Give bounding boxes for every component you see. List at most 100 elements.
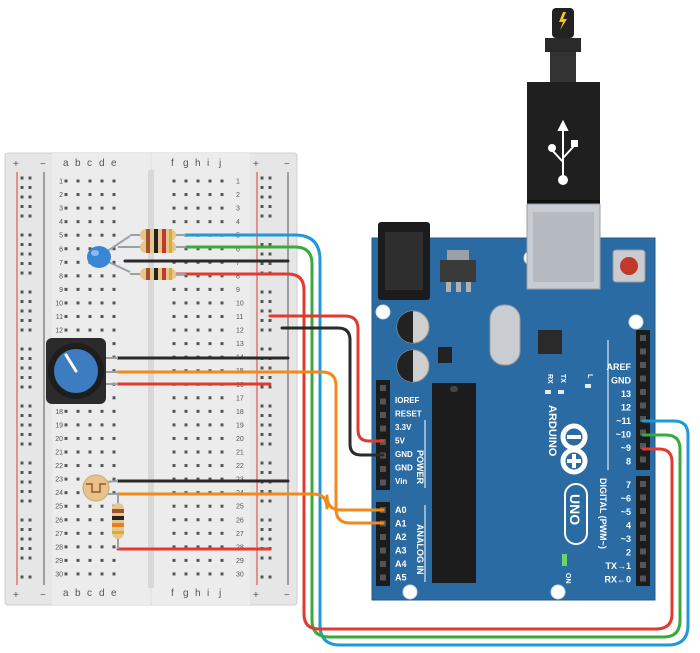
digital-section-label: DIGITAL (PWM~) bbox=[598, 478, 608, 549]
row-number: 1 bbox=[236, 179, 240, 186]
row-number: 27 bbox=[55, 531, 63, 538]
capacitor-1 bbox=[396, 310, 430, 344]
analog-pin-label: A0 bbox=[395, 505, 407, 515]
row-number: 4 bbox=[59, 219, 63, 226]
analog-header bbox=[376, 502, 390, 586]
rail-plus-bottom-left: + bbox=[13, 590, 19, 601]
atmega-chip bbox=[432, 383, 476, 583]
digital-pin-label: 13 bbox=[621, 389, 631, 399]
blue-led bbox=[87, 235, 131, 273]
digital-header-bottom bbox=[636, 476, 650, 586]
potentiometer[interactable] bbox=[46, 338, 118, 404]
row-number: 28 bbox=[55, 544, 63, 551]
wire-red-pin9 bbox=[170, 272, 674, 631]
analog-pin-label: A3 bbox=[395, 546, 407, 556]
rail-minus-top-right: − bbox=[284, 159, 290, 170]
row-number: 24 bbox=[55, 490, 63, 497]
power-pin-label: GND bbox=[395, 464, 413, 473]
digital-pin-label: 8 bbox=[626, 457, 631, 467]
row-number: 17 bbox=[236, 395, 244, 402]
column-letter: h bbox=[195, 158, 201, 169]
led-label-rx: RX bbox=[546, 374, 553, 384]
digital-pin-label: ~10 bbox=[616, 430, 631, 440]
column-letter: i bbox=[207, 588, 209, 599]
rail-minus-bottom-left: − bbox=[40, 590, 46, 601]
power-pin-label: 5V bbox=[395, 437, 405, 446]
breadboard-holes bbox=[20, 176, 272, 579]
wires bbox=[116, 233, 690, 647]
digital-pin-label: 7 bbox=[626, 480, 631, 490]
resistor-4 bbox=[112, 494, 124, 549]
power-pin-label: RESET bbox=[395, 410, 422, 419]
row-number: 18 bbox=[55, 409, 63, 416]
mounting-hole bbox=[628, 314, 644, 330]
photoresistor bbox=[82, 474, 119, 502]
wire-red-5v bbox=[268, 314, 385, 443]
voltage-regulator bbox=[440, 250, 476, 292]
svg-text:UNO: UNO bbox=[567, 494, 583, 525]
column-letter: e bbox=[111, 158, 117, 169]
column-letter: b bbox=[75, 158, 81, 169]
row-number: 7 bbox=[236, 260, 240, 267]
column-letter: d bbox=[99, 158, 105, 169]
row-number: 30 bbox=[236, 571, 244, 578]
crystal-oscillator bbox=[489, 304, 521, 366]
column-letter: c bbox=[87, 588, 92, 599]
row-number: 22 bbox=[236, 463, 244, 470]
power-bolt-icon bbox=[559, 12, 567, 30]
row-number: 9 bbox=[236, 287, 240, 294]
digital-pin-label: AREF bbox=[607, 362, 632, 372]
digital-pin-label: 2 bbox=[626, 548, 631, 558]
row-number: 5 bbox=[59, 233, 63, 240]
analog-pin-label: A2 bbox=[395, 532, 407, 542]
power-pin-label: 3.3V bbox=[395, 423, 412, 432]
column-letter: a bbox=[63, 158, 69, 169]
resistor-2 bbox=[118, 241, 186, 253]
column-letter: a bbox=[63, 588, 69, 599]
rail-plus-top-right: + bbox=[253, 159, 259, 170]
brand-label: ARDUINO bbox=[546, 405, 558, 457]
wire-orange-a1 bbox=[116, 370, 385, 525]
column-letter: h bbox=[195, 588, 201, 599]
row-number: 21 bbox=[236, 450, 244, 457]
row-number: 19 bbox=[236, 422, 244, 429]
power-section-label: POWER bbox=[415, 450, 425, 485]
on-label: ON bbox=[564, 573, 571, 584]
reset-button[interactable] bbox=[612, 249, 646, 283]
on-led bbox=[562, 554, 567, 566]
row-number: 10 bbox=[55, 300, 63, 307]
digital-pin-label: ~9 bbox=[621, 443, 631, 453]
row-number: 19 bbox=[55, 422, 63, 429]
row-number: 27 bbox=[236, 531, 244, 538]
analog-pin-label: A4 bbox=[395, 559, 407, 569]
row-number: 8 bbox=[236, 273, 240, 280]
row-number: 6 bbox=[59, 246, 63, 253]
rail-minus-top-left: − bbox=[40, 159, 46, 170]
digital-pin-label: ~11 bbox=[616, 416, 631, 426]
digital-pin-label: RX←0 bbox=[604, 575, 631, 585]
column-letter: j bbox=[218, 588, 221, 599]
capacitor-2 bbox=[396, 349, 430, 383]
row-number: 20 bbox=[236, 436, 244, 443]
digital-pin-label: ~6 bbox=[621, 494, 631, 504]
row-number: 22 bbox=[55, 463, 63, 470]
rail-plus-bottom-right: + bbox=[253, 590, 259, 601]
mounting-hole bbox=[402, 584, 418, 600]
column-letter: b bbox=[75, 588, 81, 599]
row-number: 11 bbox=[56, 314, 63, 321]
column-letter: g bbox=[183, 588, 189, 599]
row-number: 7 bbox=[59, 260, 63, 267]
column-letter: d bbox=[99, 588, 105, 599]
usb-symbol-icon bbox=[548, 119, 578, 185]
resistor-3 bbox=[130, 268, 186, 280]
usb-chip bbox=[538, 330, 562, 354]
arduino-logo-icon bbox=[560, 423, 588, 475]
digital-pin-label: 4 bbox=[626, 521, 631, 531]
mounting-hole bbox=[375, 304, 391, 320]
digital-pin-label: ~5 bbox=[621, 507, 631, 517]
wire-green-pin10 bbox=[184, 245, 682, 639]
row-number: 12 bbox=[236, 328, 244, 335]
